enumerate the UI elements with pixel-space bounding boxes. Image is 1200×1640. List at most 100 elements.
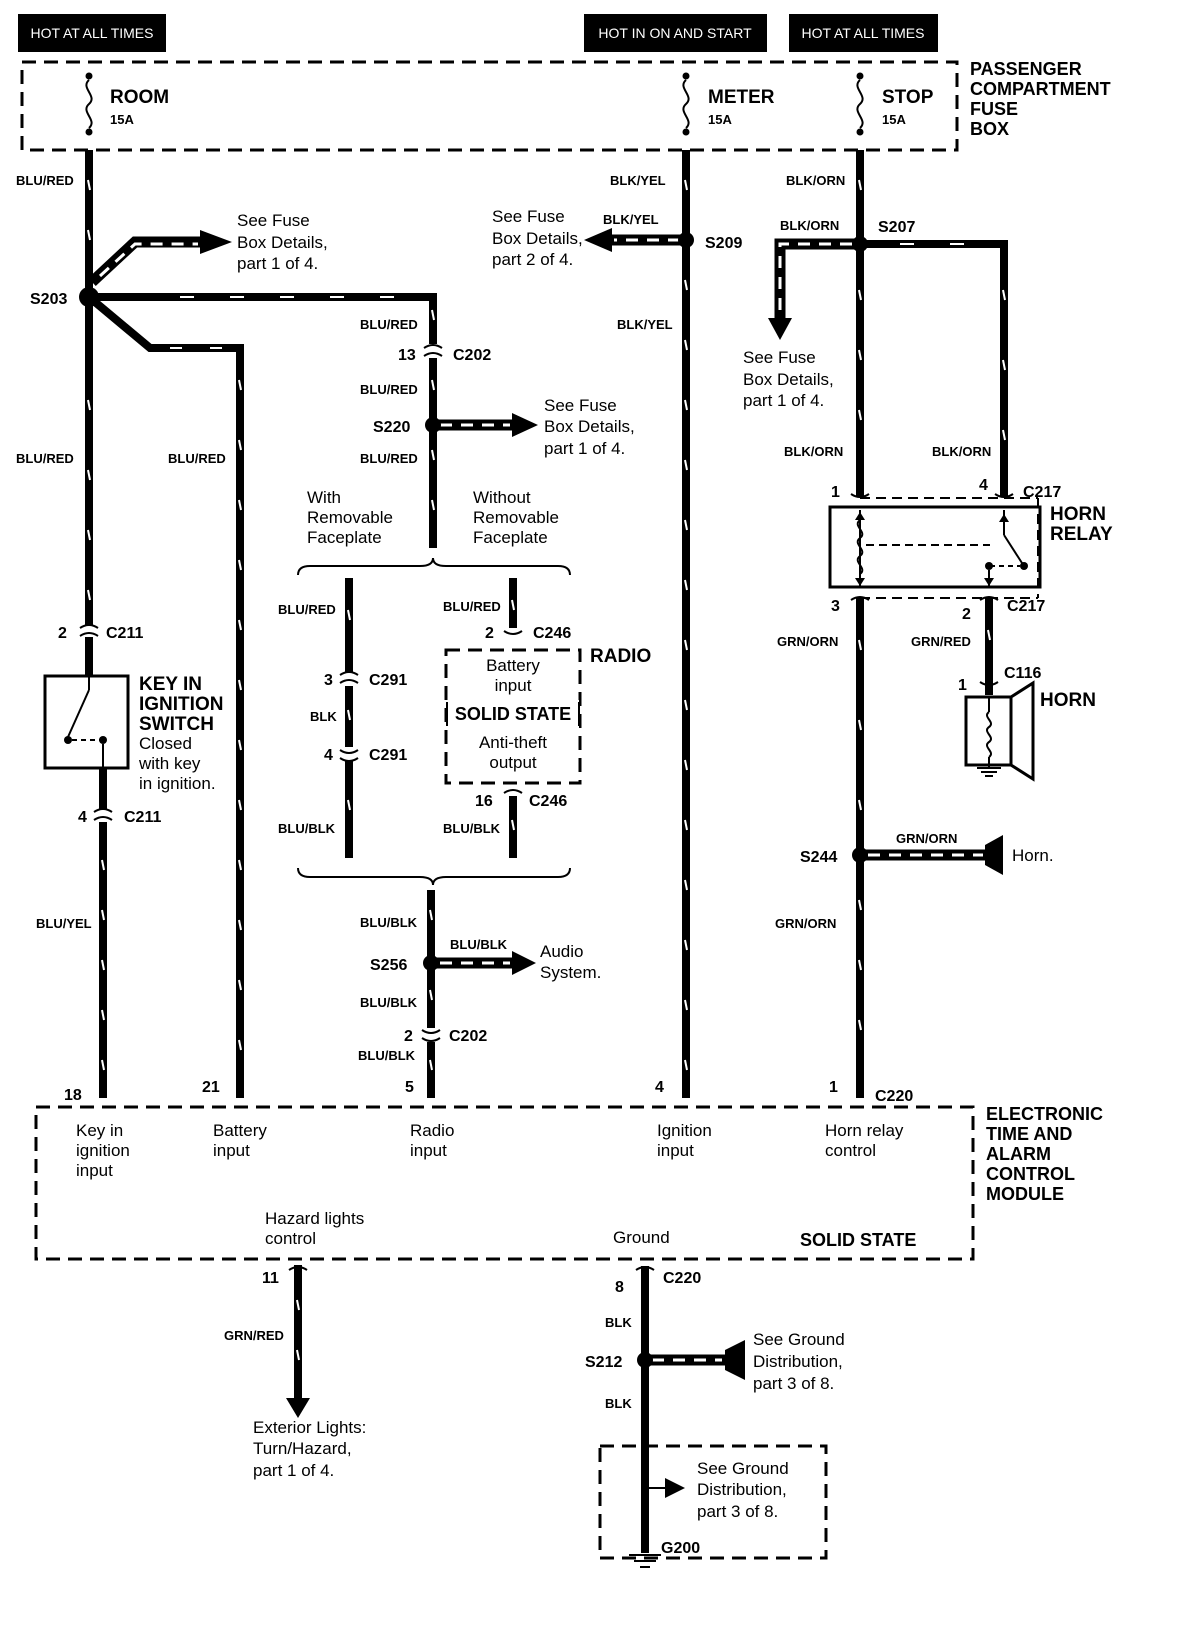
horn-relay: HORN RELAY bbox=[828, 497, 1113, 599]
ground-distribution-box: See Ground Distribution, part 3 of 8. bbox=[598, 1444, 828, 1560]
svg-text:S203: S203 bbox=[30, 291, 67, 308]
svg-text:C202: C202 bbox=[453, 347, 491, 364]
svg-text:control: control bbox=[825, 1141, 876, 1160]
svg-text:input: input bbox=[76, 1161, 113, 1180]
svg-text:BLU/RED: BLU/RED bbox=[168, 451, 226, 466]
svg-text:BLK: BLK bbox=[605, 1315, 632, 1330]
svg-text:Battery: Battery bbox=[213, 1121, 267, 1140]
svg-text:S220: S220 bbox=[373, 419, 410, 436]
svg-text:ROOM: ROOM bbox=[110, 87, 169, 108]
svg-text:GRN/ORN: GRN/ORN bbox=[775, 916, 836, 931]
svg-text:4: 4 bbox=[78, 809, 87, 826]
horn-component: HORN bbox=[964, 680, 1096, 782]
svg-text:C291: C291 bbox=[369, 672, 407, 689]
svg-text:GRN/ORN: GRN/ORN bbox=[896, 831, 957, 846]
connector-c202-bottom: 2 C202 bbox=[404, 1028, 487, 1045]
svg-text:BLK/YEL: BLK/YEL bbox=[617, 317, 673, 332]
svg-text:S209: S209 bbox=[705, 235, 742, 252]
svg-text:GRN/ORN: GRN/ORN bbox=[777, 634, 838, 649]
svg-text:BLK/ORN: BLK/ORN bbox=[784, 444, 843, 459]
wire-stripes bbox=[87, 179, 1006, 1361]
arrow-s256-audio bbox=[434, 951, 536, 975]
svg-text:CONTROL: CONTROL bbox=[986, 1164, 1075, 1184]
svg-text:21: 21 bbox=[202, 1079, 220, 1096]
svg-text:ELECTRONIC: ELECTRONIC bbox=[986, 1104, 1103, 1124]
connector-c246-top: 2 C246 bbox=[485, 625, 571, 642]
svg-text:2: 2 bbox=[404, 1028, 413, 1045]
svg-text:See Fuse: See Fuse bbox=[492, 207, 565, 226]
svg-text:18: 18 bbox=[64, 1087, 82, 1104]
radio-component: RADIO Battery input SOLID STATE Anti-the… bbox=[444, 646, 651, 785]
fuse-room: ROOM 15A bbox=[85, 72, 169, 136]
svg-text:BLK/ORN: BLK/ORN bbox=[932, 444, 991, 459]
svg-text:15A: 15A bbox=[882, 112, 906, 127]
svg-text:GRN/RED: GRN/RED bbox=[911, 634, 971, 649]
svg-text:Box Details,: Box Details, bbox=[492, 229, 583, 248]
svg-text:1: 1 bbox=[831, 484, 840, 501]
svg-text:PASSENGER: PASSENGER bbox=[970, 59, 1082, 79]
svg-text:C211: C211 bbox=[124, 809, 161, 826]
svg-text:output: output bbox=[489, 753, 537, 772]
svg-text:RADIO: RADIO bbox=[590, 646, 651, 667]
svg-text:See Fuse: See Fuse bbox=[544, 396, 617, 415]
svg-text:MODULE: MODULE bbox=[986, 1184, 1064, 1204]
svg-text:KEY IN: KEY IN bbox=[139, 674, 202, 695]
svg-text:BLU/BLK: BLU/BLK bbox=[278, 821, 336, 836]
svg-text:Radio: Radio bbox=[410, 1121, 454, 1140]
wire-module-outputs bbox=[294, 1265, 649, 1553]
svg-text:C217: C217 bbox=[1023, 484, 1061, 501]
svg-text:part 1 of 4.: part 1 of 4. bbox=[743, 391, 824, 410]
svg-text:ignition: ignition bbox=[76, 1141, 130, 1160]
svg-text:3: 3 bbox=[324, 672, 333, 689]
svg-text:2: 2 bbox=[485, 625, 494, 642]
svg-text:See Fuse: See Fuse bbox=[237, 211, 310, 230]
svg-text:S207: S207 bbox=[878, 219, 915, 236]
header-hot-left: HOT AT ALL TIMES bbox=[18, 14, 166, 52]
svg-text:3: 3 bbox=[831, 598, 840, 615]
svg-text:Hazard lights: Hazard lights bbox=[265, 1209, 364, 1228]
key-ignition-switch: KEY IN IGNITION SWITCH Closed with key i… bbox=[43, 674, 223, 793]
svg-text:part 2 of 4.: part 2 of 4. bbox=[492, 250, 573, 269]
svg-text:S244: S244 bbox=[800, 849, 837, 866]
svg-text:BLU/BLK: BLU/BLK bbox=[450, 937, 508, 952]
connector-c220-bottom: 11 8 C220 bbox=[262, 1266, 701, 1296]
svg-text:BLU/RED: BLU/RED bbox=[16, 451, 74, 466]
arrow-s207-fuse bbox=[768, 238, 855, 340]
svg-text:G200: G200 bbox=[661, 1540, 700, 1557]
svg-text:BLK: BLK bbox=[310, 709, 337, 724]
svg-text:1: 1 bbox=[829, 1079, 838, 1096]
connector-c211-top: 2 C211 bbox=[58, 624, 143, 642]
connector-c220-top: 18 21 5 4 1 C220 bbox=[64, 1079, 913, 1105]
svg-text:HOT AT ALL TIMES: HOT AT ALL TIMES bbox=[31, 25, 154, 41]
svg-text:Faceplate: Faceplate bbox=[473, 528, 548, 547]
splice-s220: S220 bbox=[373, 417, 441, 436]
svg-text:C246: C246 bbox=[529, 793, 567, 810]
svg-text:15A: 15A bbox=[708, 112, 732, 127]
alarm-control-module: ELECTRONIC TIME AND ALARM CONTROL MODULE… bbox=[34, 1104, 1103, 1261]
svg-text:See Fuse: See Fuse bbox=[743, 348, 816, 367]
svg-text:input: input bbox=[495, 676, 532, 695]
ref-horn: Horn. bbox=[1012, 846, 1054, 865]
svg-text:BLK: BLK bbox=[605, 1396, 632, 1411]
svg-text:Box Details,: Box Details, bbox=[544, 417, 635, 436]
svg-text:15A: 15A bbox=[110, 112, 134, 127]
svg-text:METER: METER bbox=[708, 87, 775, 108]
svg-text:control: control bbox=[265, 1229, 316, 1248]
svg-text:Horn.: Horn. bbox=[1012, 846, 1054, 865]
svg-text:Distribution,: Distribution, bbox=[697, 1480, 787, 1499]
connector-c291-bottom: 4 C291 bbox=[324, 747, 407, 764]
splice-s212: S212 bbox=[585, 1352, 653, 1371]
ref-s203-fuse: See Fuse Box Details, part 1 of 4. bbox=[237, 211, 328, 273]
ref-ground-s212: See Ground Distribution, part 3 of 8. bbox=[753, 1330, 845, 1393]
svg-text:part 1 of 4.: part 1 of 4. bbox=[253, 1461, 334, 1480]
svg-text:C246: C246 bbox=[533, 625, 571, 642]
arrow-s203-fuse bbox=[88, 230, 232, 287]
svg-text:System.: System. bbox=[540, 963, 601, 982]
svg-text:With: With bbox=[307, 488, 341, 507]
svg-text:TIME AND: TIME AND bbox=[986, 1124, 1072, 1144]
svg-text:C217: C217 bbox=[1007, 598, 1045, 615]
svg-text:BLK/YEL: BLK/YEL bbox=[603, 212, 659, 227]
svg-text:BLU/RED: BLU/RED bbox=[360, 382, 418, 397]
svg-text:STOP: STOP bbox=[882, 87, 934, 108]
